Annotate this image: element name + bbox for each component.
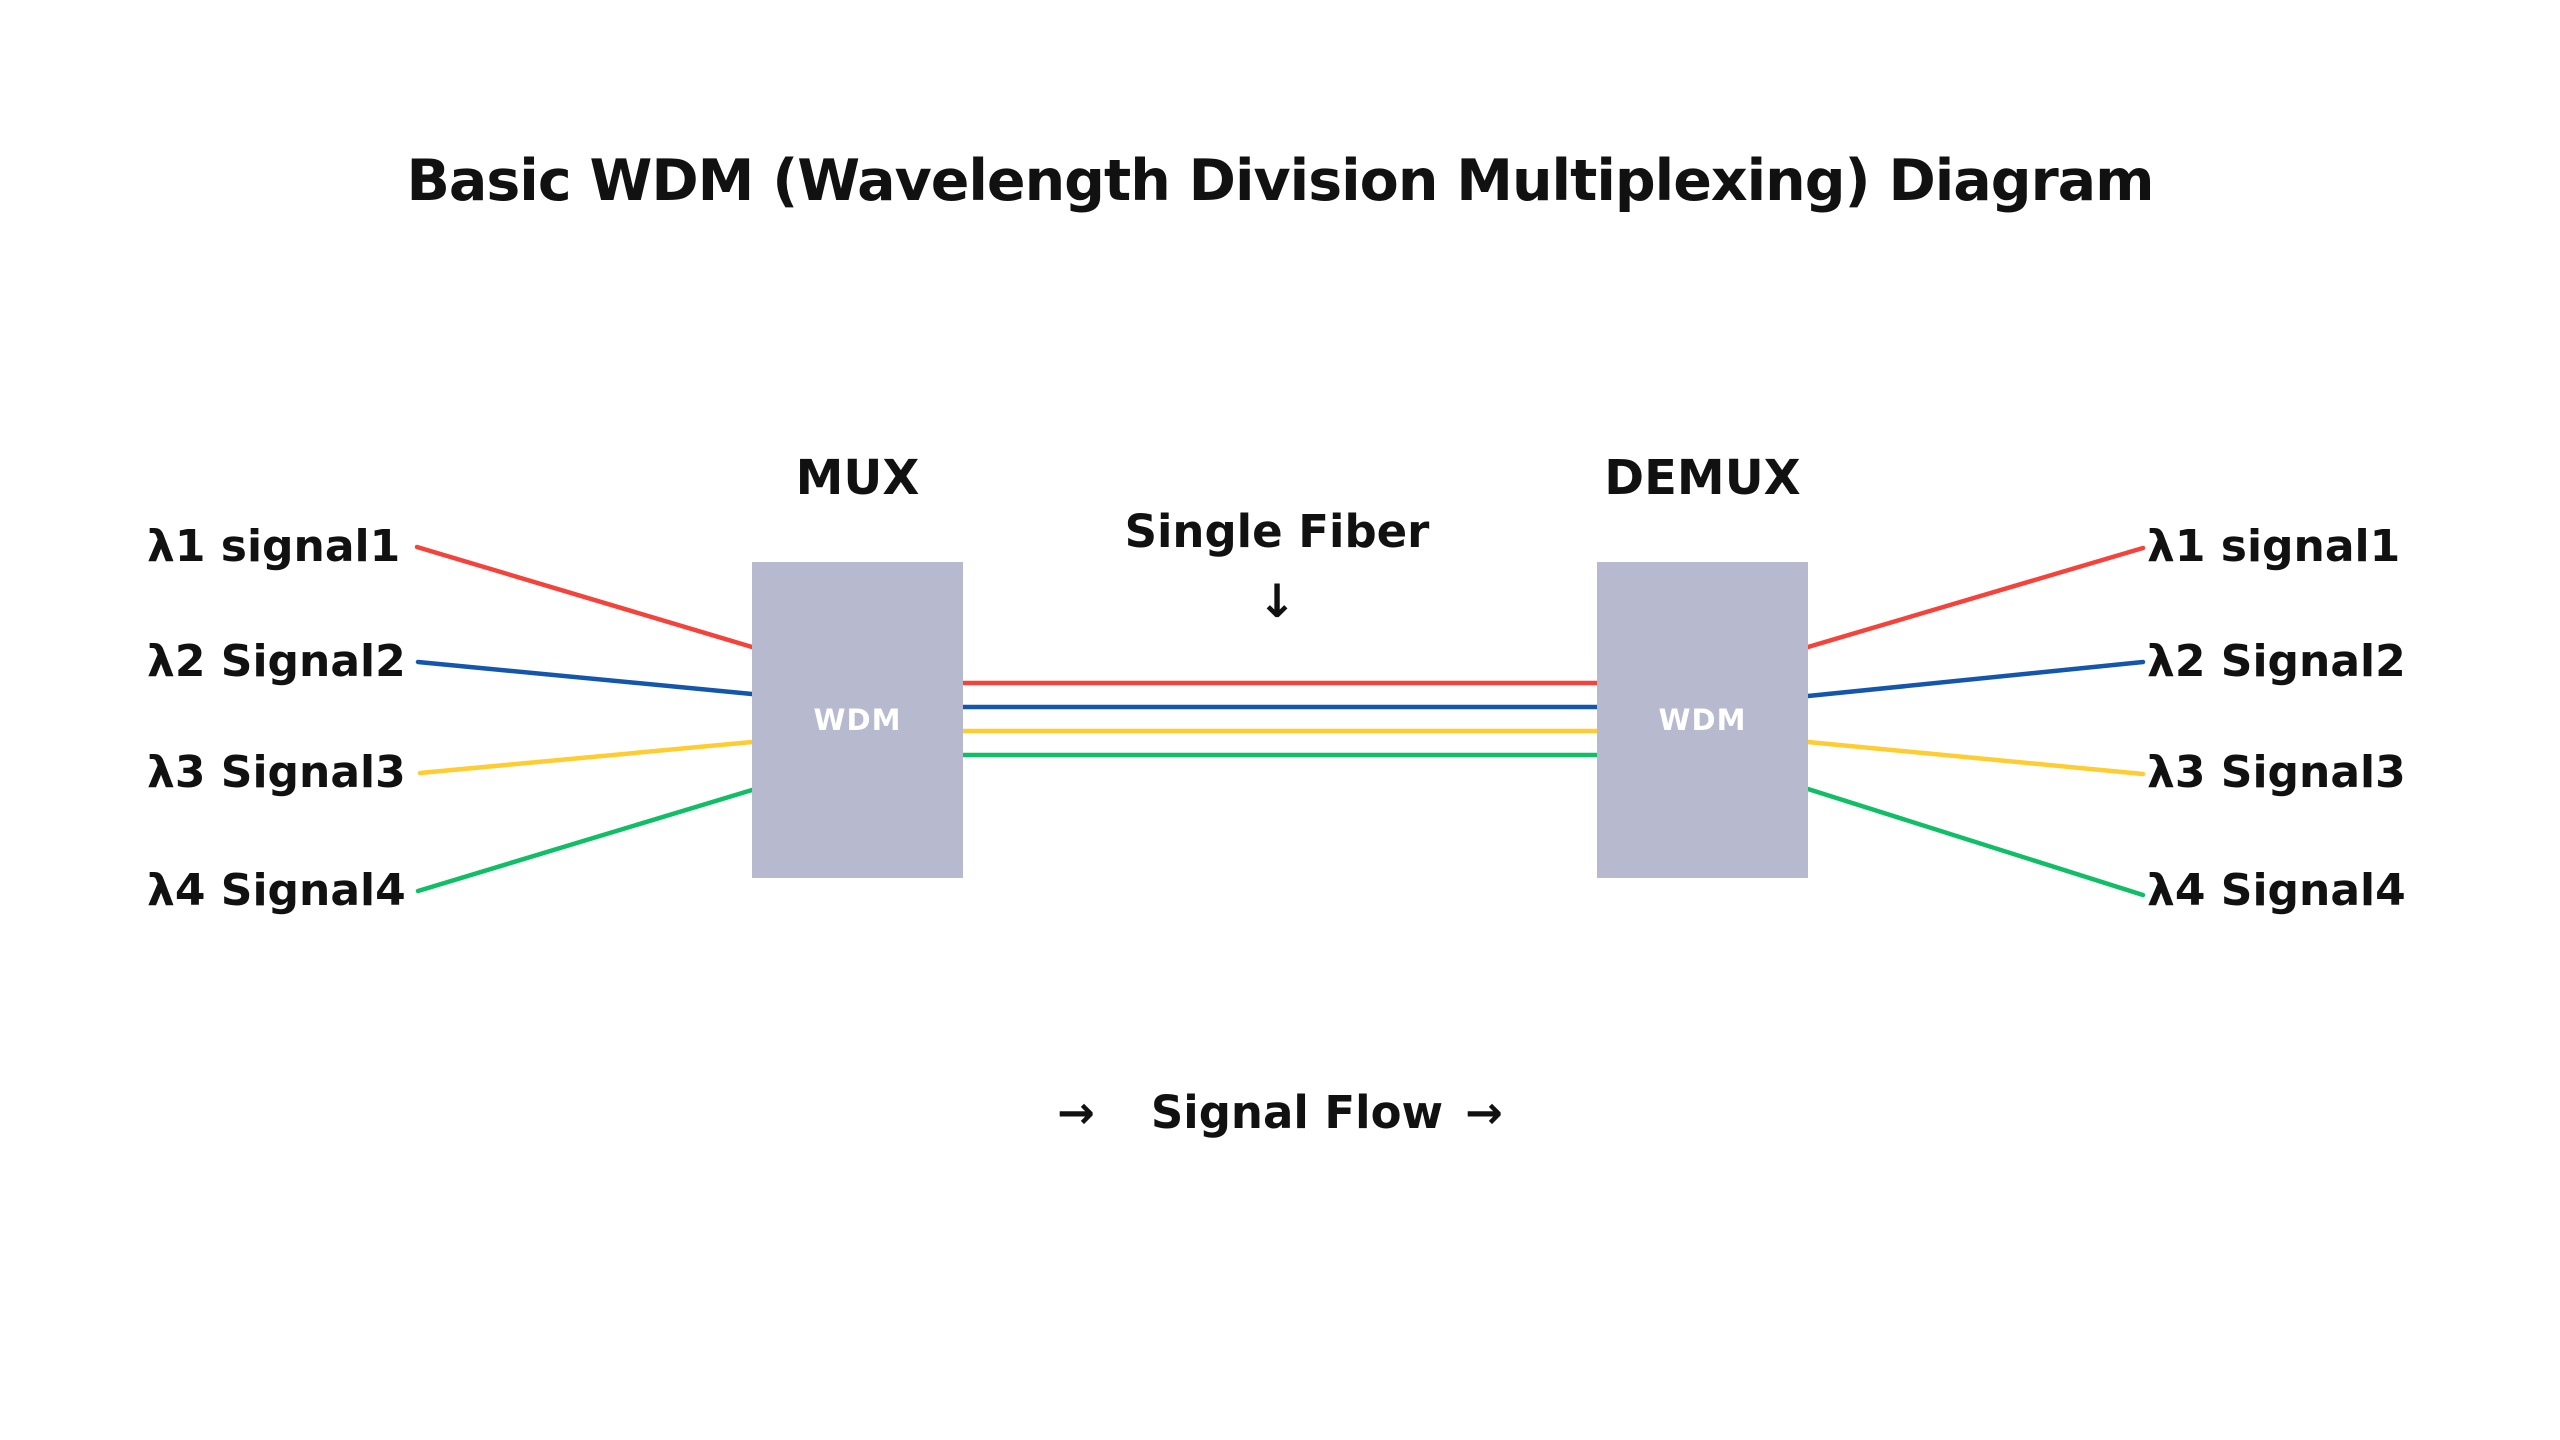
lambda4-output-label: λ4 Signal4 [2147,865,2406,916]
down-arrow-icon: ↓ [1257,574,1297,628]
lambda2-input-label: λ2 Signal2 [147,636,406,687]
lambda2-output-label: λ2 Signal2 [2147,636,2406,687]
signal-flow-label: Signal Flow [1150,1085,1444,1139]
demux-heading: DEMUX [1604,450,1801,506]
demux-wdm-label: WDM [1658,703,1747,737]
lambda3-output-label: λ3 Signal3 [2147,747,2406,798]
lambda1-input-label: λ1 signal1 [147,521,401,572]
lambda1-output-label: λ1 signal1 [2147,521,2401,572]
lambda1-output-line [1805,545,2146,650]
single-fiber-label: Single Fiber [1124,505,1430,558]
signal-flow-caption: → Signal Flow → [0,1082,2560,1142]
lambda4-input-line [415,787,755,894]
lambda2-output-line [1805,659,2146,699]
lambda3-input-line [417,739,755,776]
mux-box: WDM [752,562,963,878]
lambda3-input-label: λ3 Signal3 [147,747,406,798]
page-title: Basic WDM (Wavelength Division Multiplex… [406,148,2154,214]
lambda4-input-label: λ4 Signal4 [147,865,406,916]
mux-wdm-label: WDM [813,703,902,737]
lambda3-output-line [1805,739,2146,777]
lambda1-input-line [414,544,755,650]
mux-heading: MUX [795,450,920,506]
lambda4-output-line [1805,786,2146,898]
lambda2-input-line [415,659,755,697]
right-arrow-icon: → [1465,1085,1503,1139]
demux-box: WDM [1597,562,1808,878]
right-arrow-icon: → [1057,1085,1095,1139]
